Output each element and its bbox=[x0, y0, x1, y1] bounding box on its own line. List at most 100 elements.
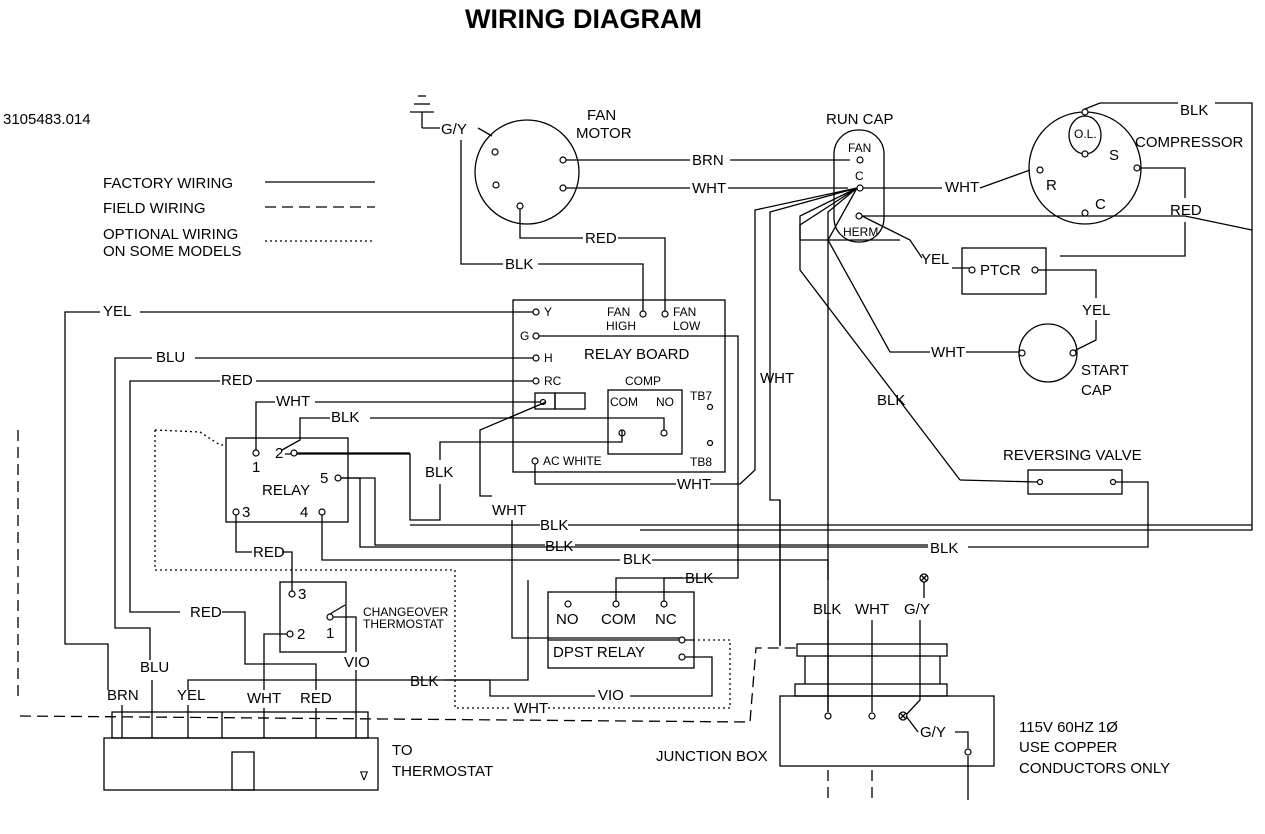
relay-board-label: RELAY BOARD bbox=[584, 346, 689, 363]
wire-label-blk-rv2: BLK bbox=[930, 540, 958, 557]
wire-label-gy-jb: G/Y bbox=[904, 601, 930, 618]
wire-label-blk-r3: BLK bbox=[623, 551, 651, 568]
to-thermostat-2: THERMOSTAT bbox=[392, 763, 493, 780]
wire-label-wht-relay1: WHT bbox=[276, 393, 310, 410]
start-capacitor bbox=[1018, 323, 1078, 383]
wire-label-blu-h: BLU bbox=[156, 349, 185, 366]
comp-c: C bbox=[1095, 196, 1106, 213]
thermostat-terminal: ∇ bbox=[103, 711, 379, 791]
fan-motor bbox=[474, 119, 580, 225]
wire-label-blk-rv: BLK bbox=[877, 392, 905, 409]
term-yel: YEL bbox=[177, 687, 205, 704]
co-pin-2: 2 bbox=[297, 626, 305, 643]
rb-h: H bbox=[544, 351, 553, 365]
rb-tb8: TB8 bbox=[690, 455, 712, 469]
wire-label-yel-start: YEL bbox=[1082, 302, 1110, 319]
relay-pin-1: 1 bbox=[252, 459, 260, 476]
relay-pin-4: 4 bbox=[300, 504, 308, 521]
comp-r: R bbox=[1046, 177, 1057, 194]
fan-motor-label-1: FAN bbox=[587, 107, 616, 124]
wire-label-yel-y: YEL bbox=[103, 303, 131, 320]
wire-label-blk-jb: BLK bbox=[813, 601, 841, 618]
wire-label-wht-long: WHT bbox=[760, 370, 794, 387]
wire-label-blk-fan: BLK bbox=[505, 256, 533, 273]
term-red: RED bbox=[300, 690, 332, 707]
wire-label-vio-1: VIO bbox=[344, 654, 370, 671]
wire-label-red-co2: RED bbox=[190, 604, 222, 621]
dpst-com: COM bbox=[601, 611, 636, 628]
ground-symbol bbox=[410, 95, 493, 137]
dpst-nc: NC bbox=[655, 611, 677, 628]
wire-label-wht-acw: WHT bbox=[677, 476, 711, 493]
legend: FACTORY WIRING FIELD WIRING OPTIONAL WIR… bbox=[103, 175, 375, 260]
rb-ac-white: AC WHITE bbox=[543, 454, 602, 468]
wire-label-red-co3: RED bbox=[253, 544, 285, 561]
wire-label-vio-2: VIO bbox=[598, 687, 624, 704]
wire-label-wht-fan: WHT bbox=[692, 180, 726, 197]
diagram-title: WIRING DIAGRAM bbox=[465, 4, 702, 34]
comp-s: S bbox=[1109, 147, 1119, 164]
comp-ol: O.L. bbox=[1074, 127, 1097, 141]
wire-label-red-rc: RED bbox=[221, 372, 253, 389]
fan-motor-label-2: MOTOR bbox=[576, 125, 632, 142]
rb-no: NO bbox=[656, 395, 674, 409]
power-spec-2: USE COPPER bbox=[1019, 739, 1118, 756]
changeover-label-2: THERMOSTAT bbox=[363, 617, 445, 631]
relay-pin-5: 5 bbox=[320, 470, 328, 487]
run-cap-herm: HERM bbox=[843, 225, 878, 239]
reversing-valve-label: REVERSING VALVE bbox=[1003, 447, 1142, 464]
run-capacitor bbox=[833, 129, 885, 243]
junction-box-label: JUNCTION BOX bbox=[656, 748, 768, 765]
wire-label-blk-r1: BLK bbox=[540, 517, 568, 534]
legend-optional-2: ON SOME MODELS bbox=[103, 243, 241, 260]
power-spec-1: 115V 60HZ 1Ø bbox=[1019, 719, 1118, 736]
wire-label-blk-nc: BLK bbox=[685, 570, 713, 587]
run-cap-label: RUN CAP bbox=[826, 111, 894, 128]
wire-label-blk-th: BLK bbox=[410, 673, 438, 690]
relay-pin-3: 3 bbox=[242, 504, 250, 521]
to-thermostat-1: TO bbox=[392, 742, 413, 759]
legend-field: FIELD WIRING bbox=[103, 200, 206, 217]
junction-box bbox=[779, 643, 995, 800]
relay-board bbox=[512, 299, 726, 473]
wire-label-gy-ground: G/Y bbox=[441, 121, 467, 138]
ptcr-label: PTCR bbox=[980, 262, 1021, 279]
wire-label-gy-jb2: G/Y bbox=[920, 724, 946, 741]
wire-label-wht-dpst: WHT bbox=[514, 700, 548, 717]
part-number: 3105483.014 bbox=[3, 111, 91, 128]
legend-optional-1: OPTIONAL WIRING bbox=[103, 226, 238, 243]
co-pin-1: 1 bbox=[326, 625, 334, 642]
rb-com: COM bbox=[610, 395, 638, 409]
dpst-label: DPST RELAY bbox=[553, 644, 645, 661]
reversing-valve bbox=[1027, 469, 1123, 495]
rb-tb7: TB7 bbox=[690, 389, 712, 403]
relay-pin-2: 2 bbox=[275, 445, 283, 462]
wire-label-blk-comp: BLK bbox=[1180, 102, 1208, 119]
term-brn: BRN bbox=[107, 687, 139, 704]
term-blu: BLU bbox=[140, 659, 169, 676]
run-cap-fan: FAN bbox=[848, 141, 871, 155]
power-spec-3: CONDUCTORS ONLY bbox=[1019, 760, 1170, 777]
wire-label-wht-start: WHT bbox=[931, 344, 965, 361]
rb-fan-high-2: HIGH bbox=[606, 319, 636, 333]
wire-label-blk-r2: BLK bbox=[545, 538, 573, 555]
term-wht: WHT bbox=[247, 690, 281, 707]
wire-label-yel-ptcr: YEL bbox=[921, 251, 949, 268]
rb-g: G bbox=[520, 329, 529, 343]
rb-fan-low-2: LOW bbox=[673, 319, 701, 333]
wire-label-red-comp: RED bbox=[1170, 202, 1202, 219]
rb-comp: COMP bbox=[625, 374, 661, 388]
wire-label-blk-relay2: BLK bbox=[331, 409, 359, 426]
rb-y: Y bbox=[544, 305, 552, 319]
start-cap-label-1: START bbox=[1081, 362, 1129, 379]
svg-text:∇: ∇ bbox=[359, 769, 369, 783]
wire-label-wht-mid: WHT bbox=[492, 502, 526, 519]
rb-fan-high-1: FAN bbox=[607, 305, 630, 319]
rb-fan-low-1: FAN bbox=[673, 305, 696, 319]
wire-label-blk-mid: BLK bbox=[425, 464, 453, 481]
start-cap-label-2: CAP bbox=[1081, 382, 1112, 399]
relay bbox=[225, 437, 349, 523]
co-pin-3: 3 bbox=[298, 586, 306, 603]
dpst-no: NO bbox=[556, 611, 579, 628]
